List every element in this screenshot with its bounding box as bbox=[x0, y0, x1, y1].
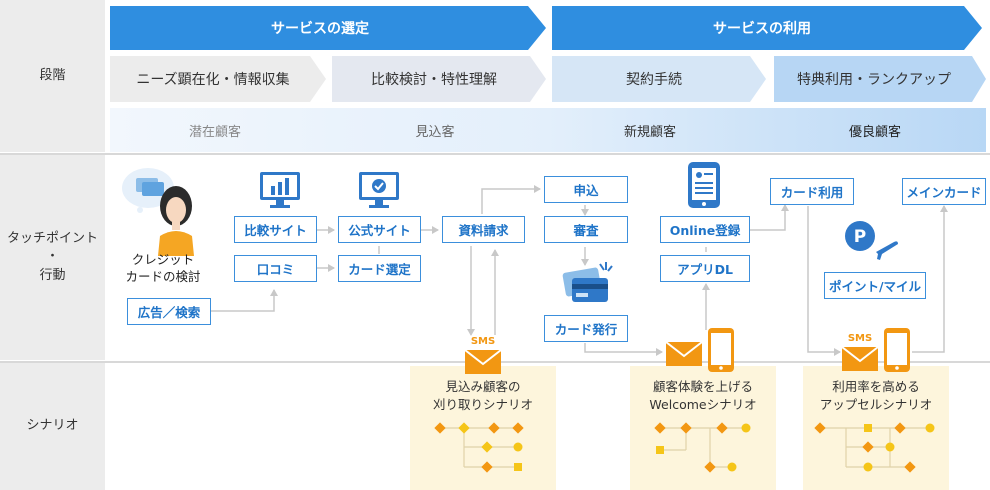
upsell-mail-icon bbox=[841, 346, 879, 371]
scenario-title-prospect: 見込み顧客の 刈り取りシナリオ bbox=[432, 379, 533, 412]
node-online-register[interactable]: Online登録 bbox=[660, 216, 750, 243]
customer-type-latent: 潜在顧客 bbox=[110, 108, 320, 152]
customer-type-prospect: 見込客 bbox=[330, 108, 540, 152]
row-label-scenario: シナリオ bbox=[0, 363, 105, 490]
chart-monitor-icon bbox=[260, 172, 300, 208]
phase-usage: サービスの利用 bbox=[552, 6, 972, 50]
phase-arrow-usage-shape bbox=[552, 6, 982, 50]
welcome-phone-icon bbox=[708, 328, 734, 372]
step-benefit: 特典利用・ランクアップ bbox=[774, 56, 974, 102]
person-illustration bbox=[122, 168, 194, 256]
node-apply[interactable]: 申込 bbox=[544, 176, 628, 203]
step-compare-label: 比較検討・特性理解 bbox=[371, 72, 497, 88]
customer-type-premium: 優良顧客 bbox=[770, 108, 980, 152]
node-card-use[interactable]: カード利用 bbox=[770, 178, 854, 205]
customer-type-prospect-label: 見込客 bbox=[415, 124, 455, 140]
row-divider-1 bbox=[0, 153, 990, 155]
svg-text:P: P bbox=[854, 227, 866, 247]
customer-type-band bbox=[110, 108, 986, 152]
node-official-site[interactable]: 公式サイト bbox=[338, 216, 421, 243]
step-contract-label: 契約手続 bbox=[626, 72, 682, 88]
welcome-mail-icon bbox=[665, 341, 703, 366]
credit-card-icon bbox=[562, 262, 613, 302]
scenario-title-welcome: 顧客体験を上げる Welcomeシナリオ bbox=[649, 379, 757, 412]
phase-arrow-selection-shape bbox=[110, 6, 546, 50]
mail-icon bbox=[464, 349, 502, 374]
step-contract: 契約手続 bbox=[552, 56, 756, 102]
scenario-title-upsell: 利用率を高める アップセルシナリオ bbox=[819, 379, 933, 412]
node-doc-request[interactable]: 資料請求 bbox=[442, 216, 525, 243]
row-label-stage: 段階 bbox=[0, 0, 105, 152]
phase-selection-label: サービスの選定 bbox=[271, 21, 369, 37]
node-ad-search[interactable]: 広告／検索 bbox=[127, 298, 211, 325]
step-compare: 比較検討・特性理解 bbox=[332, 56, 536, 102]
step-needs: ニーズ顕在化・情報収集 bbox=[110, 56, 316, 102]
upsell-phone-icon bbox=[884, 328, 910, 372]
node-app-dl[interactable]: アプリDL bbox=[660, 255, 750, 282]
smartphone-icon bbox=[688, 162, 720, 208]
row-label-touchpoint-text: タッチポイント ・ 行動 bbox=[6, 231, 98, 283]
sms-label-prospect: SMS bbox=[470, 336, 496, 347]
row-label-scenario-text: シナリオ bbox=[26, 418, 79, 434]
customer-type-new: 新規顧客 bbox=[545, 108, 755, 152]
phase-selection: サービスの選定 bbox=[110, 6, 530, 50]
node-screening[interactable]: 審査 bbox=[544, 216, 628, 243]
step-benefit-label: 特典利用・ランクアップ bbox=[797, 72, 951, 88]
step-chevrons-shape bbox=[110, 56, 986, 102]
customer-type-new-label: 新規顧客 bbox=[623, 124, 676, 140]
points-plane-icon: P bbox=[845, 221, 898, 260]
sms-label-upsell: SMS bbox=[847, 333, 873, 344]
node-main-card[interactable]: メインカード bbox=[902, 178, 986, 205]
customer-type-latent-label: 潜在顧客 bbox=[188, 124, 241, 140]
node-card-issue[interactable]: カード発行 bbox=[544, 315, 628, 342]
person-label: クレジット カードの検討 bbox=[125, 252, 201, 284]
step-needs-label: ニーズ顕在化・情報収集 bbox=[136, 72, 290, 88]
customer-type-premium-label: 優良顧客 bbox=[848, 124, 901, 140]
phase-usage-label: サービスの利用 bbox=[713, 21, 811, 37]
node-points-miles[interactable]: ポイント/マイル bbox=[824, 272, 926, 299]
node-card-select[interactable]: カード選定 bbox=[338, 255, 421, 282]
node-review[interactable]: 口コミ bbox=[234, 255, 317, 282]
node-compare-site[interactable]: 比較サイト bbox=[234, 216, 317, 243]
row-label-touchpoint: タッチポイント ・ 行動 bbox=[0, 155, 105, 360]
check-monitor-icon bbox=[359, 172, 399, 208]
row-label-stage-text: 段階 bbox=[39, 67, 66, 83]
